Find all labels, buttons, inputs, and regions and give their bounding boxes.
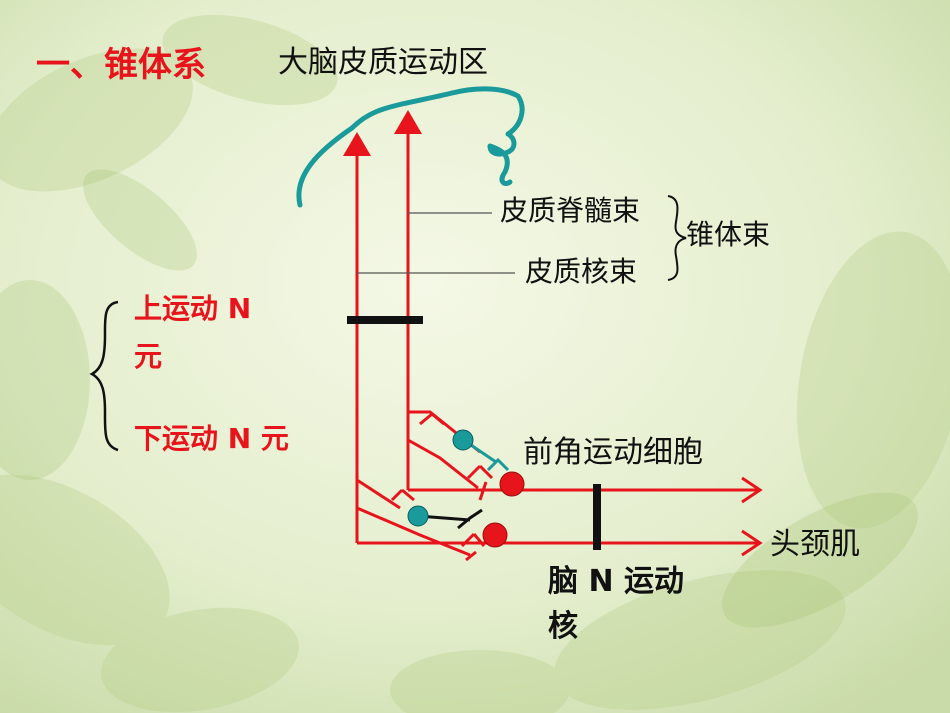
interneuron-upper xyxy=(452,429,474,451)
lesion-bar-lower xyxy=(593,484,601,550)
upper-motor-neuron-line1: 上运动 N xyxy=(134,292,252,325)
corticonuclear-label: 皮质核束 xyxy=(525,255,638,288)
muscle-ending-upper xyxy=(741,476,763,504)
anterior-horn-cell xyxy=(499,471,525,497)
branch-4 xyxy=(356,506,471,557)
cranial-nucleus-label-line1: 脑 N 运动 xyxy=(548,564,684,599)
interneuron-lower xyxy=(407,505,429,527)
corticospinal-label: 皮质脊髓束 xyxy=(500,194,641,227)
pyramidal-brace xyxy=(667,195,687,281)
branch-3 xyxy=(356,478,401,510)
cranial-motor-nucleus-cell xyxy=(482,522,508,548)
cranial-nucleus-label-line2: 核 xyxy=(548,609,578,644)
pyramidal-tract-label: 锥体束 xyxy=(686,218,771,251)
section-title: 一、锥体系 xyxy=(36,45,206,85)
lower-motor-neuron-label: 下运动 N 元 xyxy=(134,422,289,455)
arrowhead-corticospinal xyxy=(394,110,422,134)
muscle-ending-lower xyxy=(741,529,763,557)
cerebral-cortex-outline xyxy=(296,86,525,208)
arrowhead-corticonuclear xyxy=(343,132,371,156)
upper-motor-neuron-line2: 元 xyxy=(134,340,163,373)
anterior-horn-label: 前角运动细胞 xyxy=(523,435,703,470)
cortex-label: 大脑皮质运动区 xyxy=(278,45,488,80)
lesion-bar-upper xyxy=(347,316,423,324)
branch-2 xyxy=(407,438,479,490)
head-neck-muscle-label: 头颈肌 xyxy=(770,527,860,562)
neuron-brace xyxy=(89,300,119,452)
